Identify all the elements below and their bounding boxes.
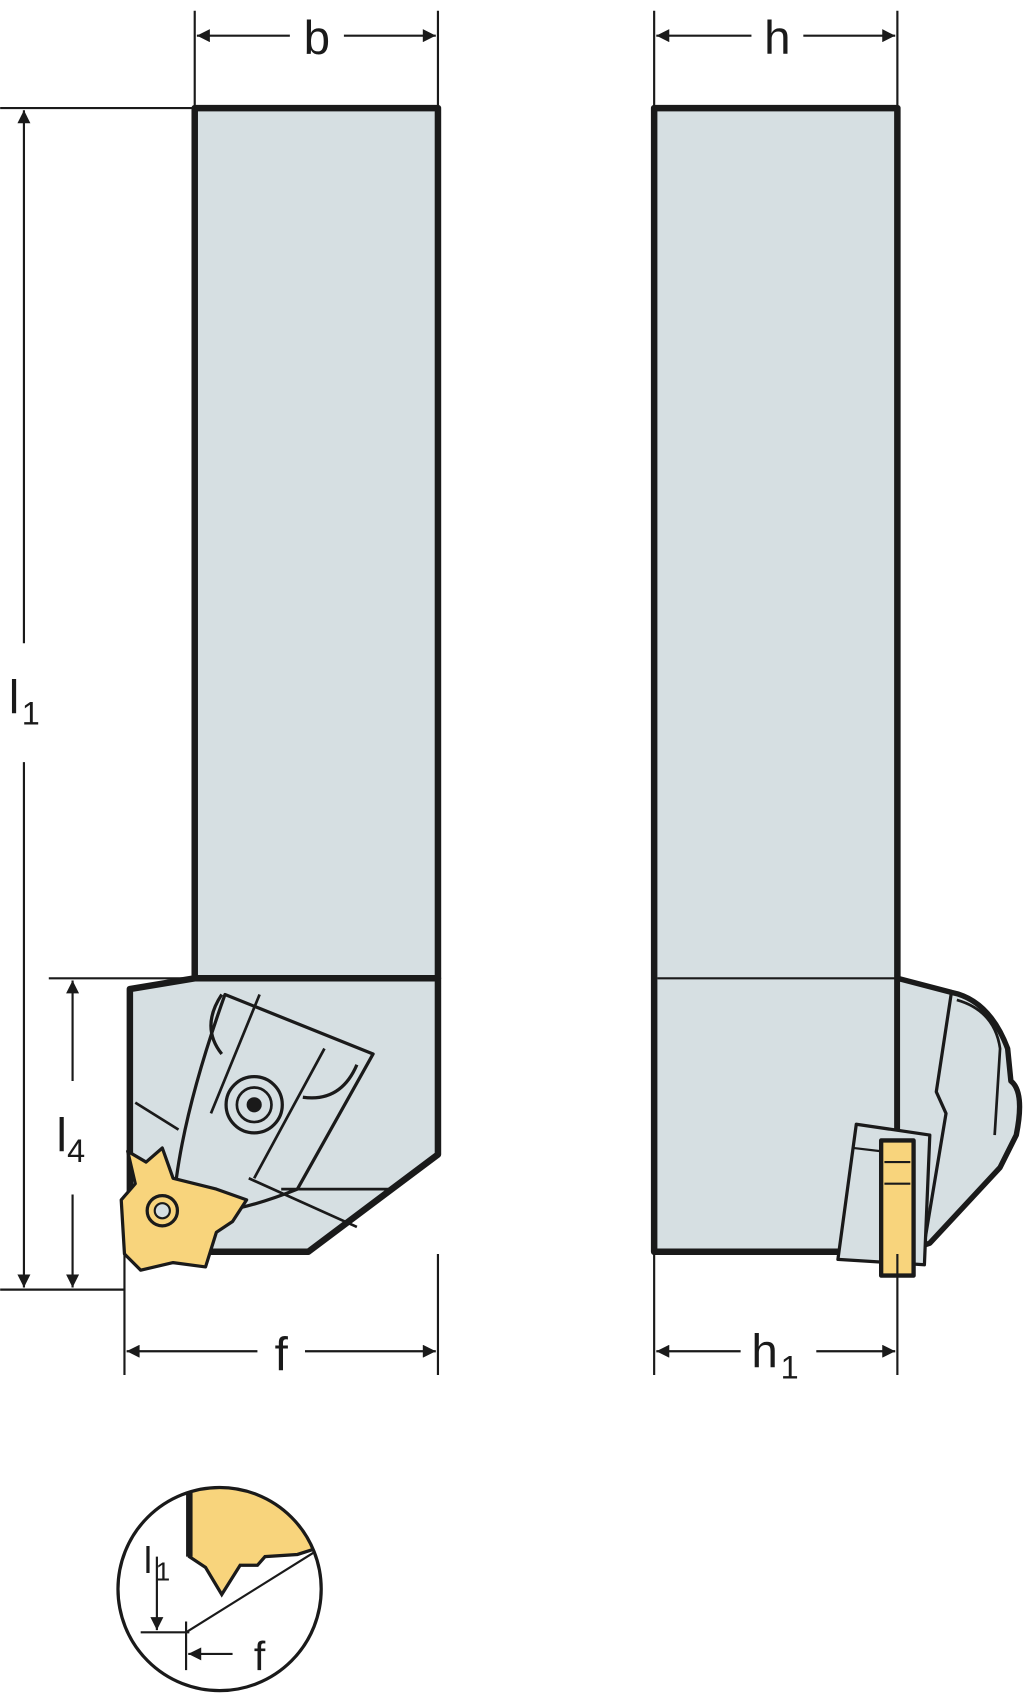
detail-view (116, 1485, 323, 1693)
detail-l1-sub: 1 (156, 1558, 170, 1586)
dim-b-label: b (304, 12, 330, 65)
dim-l4-label: l (56, 1109, 67, 1162)
insert-front (119, 1146, 249, 1272)
detail-f-label: f (254, 1633, 266, 1679)
shank-side (650, 104, 901, 1256)
detail-l1-label: l (144, 1540, 152, 1581)
dim-h1-sub: 1 (781, 1349, 799, 1385)
front-view (119, 104, 442, 1272)
dim-h-label: h (764, 12, 790, 65)
torx-icon (246, 1097, 262, 1113)
detail-insert (187, 1488, 321, 1598)
dim-f-label: f (275, 1329, 289, 1382)
dim-l4-sub: 4 (67, 1133, 85, 1169)
dimensions (0, 10, 899, 1376)
dim-l1-label: l (9, 671, 20, 724)
side-view (650, 104, 1023, 1278)
dim-l1-sub: 1 (22, 695, 40, 731)
shank-front (191, 104, 442, 982)
dim-h1-label: h (751, 1325, 777, 1378)
